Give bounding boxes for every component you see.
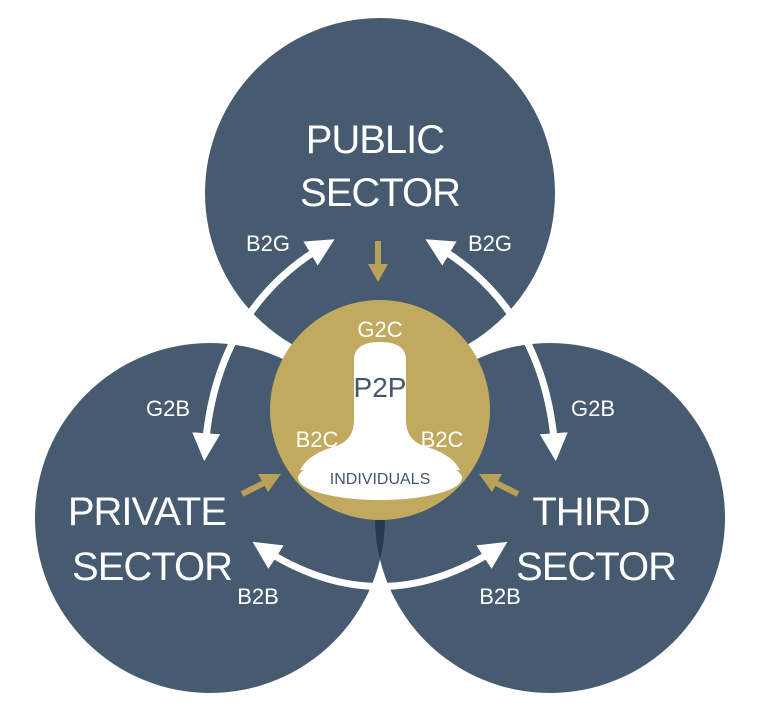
g2b-right-label: G2B (571, 396, 615, 421)
p2p-label: P2P (354, 372, 407, 403)
b2c-left-label: B2C (296, 427, 339, 452)
b2g-left-label: B2G (246, 231, 290, 256)
b2g-left-arrow (192, 239, 335, 462)
individuals-label: INDIVIDUALS (330, 471, 430, 488)
gold-arrow-top (368, 241, 388, 282)
b2b-arrow (252, 541, 508, 590)
b2g-right-arrow (425, 239, 568, 462)
individuals-base (298, 456, 462, 500)
g2b-left-label: G2B (146, 396, 190, 421)
b2b-left-label: B2B (237, 584, 279, 609)
gold-arrow-left (240, 474, 281, 497)
person-silhouette-icon (300, 342, 460, 470)
g2c-label: G2C (357, 317, 402, 342)
b2g-right-label: B2G (468, 231, 512, 256)
private-sector-label: PRIVATE SECTOR (68, 490, 236, 589)
b2c-right-label: B2C (421, 427, 464, 452)
third-sector-label: THIRD SECTOR (516, 490, 676, 589)
gold-arrow-right (479, 474, 520, 497)
public-sector-label: PUBLIC SECTOR (300, 118, 460, 215)
b2b-right-label: B2B (479, 584, 521, 609)
